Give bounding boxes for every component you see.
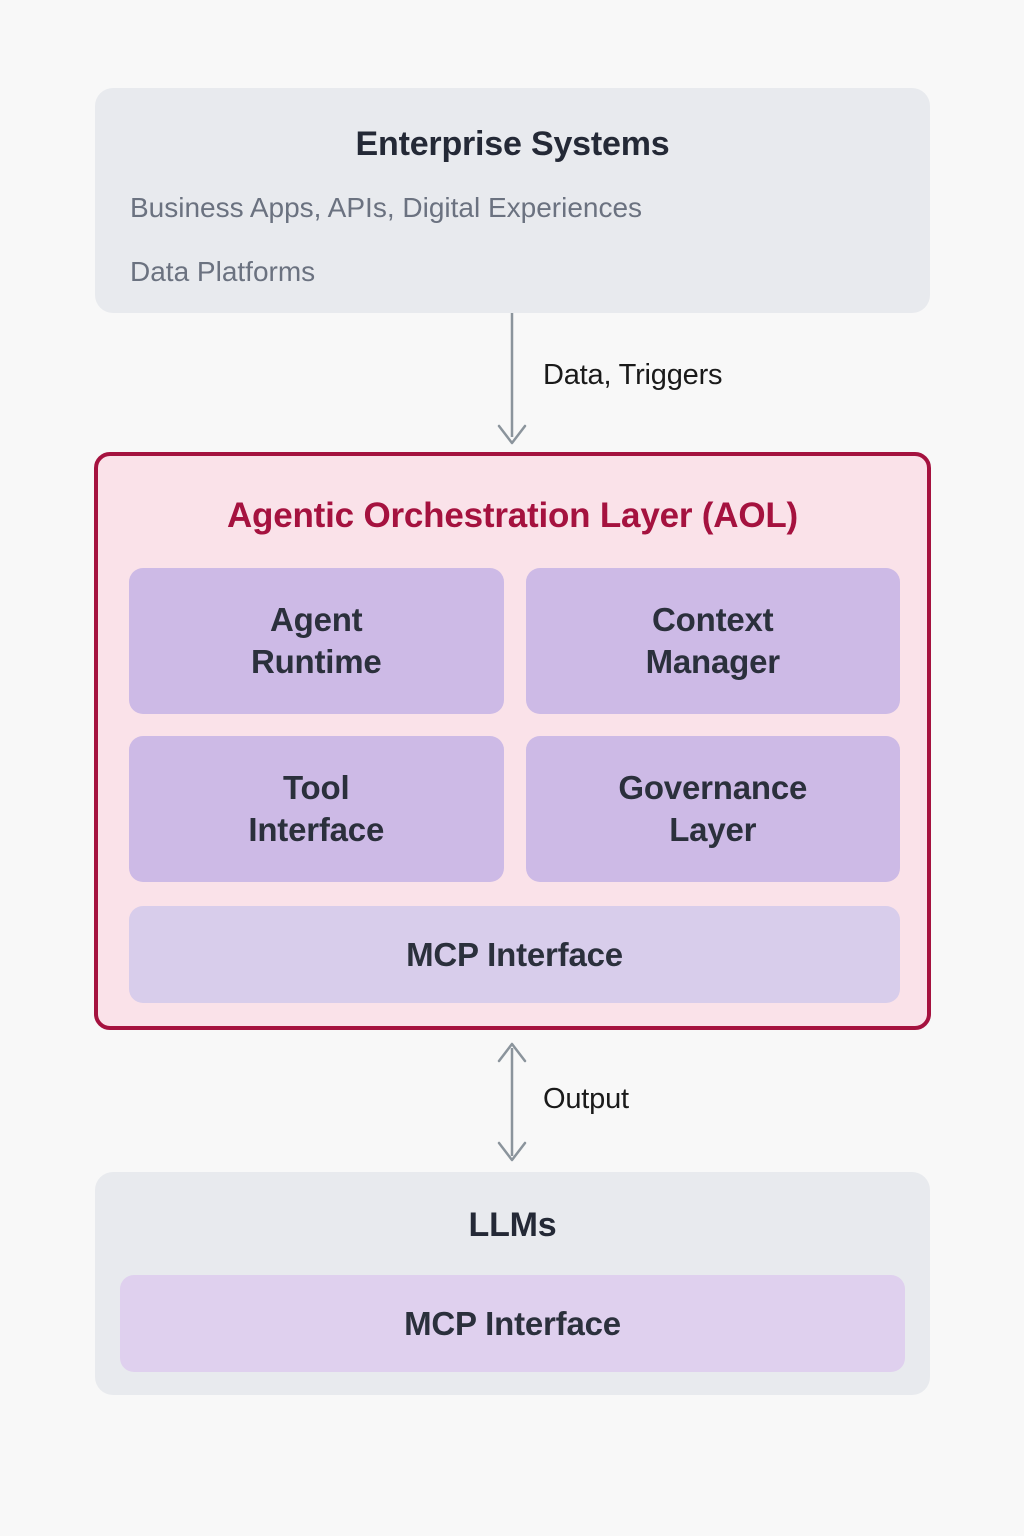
agentic-orchestration-layer-panel: Agentic Orchestration Layer (AOL) Agent … bbox=[94, 452, 931, 1030]
aol-component-governance-layer-line1: Governance bbox=[618, 768, 808, 806]
aol-mcp-interface[interactable]: MCP Interface bbox=[129, 906, 900, 1003]
connector-aol-to-llms: Output bbox=[0, 1030, 1024, 1172]
aol-component-agent-runtime-line1: Agent bbox=[269, 600, 363, 638]
aol-component-context-manager-line2: Manager bbox=[645, 643, 781, 680]
connector-enterprise-to-aol: Data, Triggers bbox=[0, 313, 1024, 452]
aol-component-agent-runtime[interactable]: Agent Runtime bbox=[129, 568, 504, 714]
aol-title: Agentic Orchestration Layer (AOL) bbox=[226, 496, 798, 535]
aol-component-tool-interface-line1: Tool bbox=[283, 768, 350, 806]
aol-component-governance-layer-line2: Layer bbox=[669, 811, 757, 848]
enterprise-systems-title: Enterprise Systems bbox=[355, 125, 670, 163]
enterprise-systems-subtitle-line1: Business Apps, APIs, Digital Experiences bbox=[130, 192, 643, 223]
connector-label-output: Output bbox=[543, 1083, 629, 1115]
aol-component-grid: Agent Runtime Context Manager Tool Inter… bbox=[129, 568, 900, 882]
connector-label-data-triggers: Data, Triggers bbox=[543, 359, 723, 391]
enterprise-systems-subtitle-line2: Data Platforms bbox=[130, 255, 316, 287]
llms-mcp-interface[interactable]: MCP Interface bbox=[120, 1275, 905, 1372]
aol-component-governance-layer[interactable]: Governance Layer bbox=[525, 736, 900, 882]
aol-component-context-manager-line1: Context bbox=[652, 600, 774, 638]
aol-component-tool-interface-line2: Interface bbox=[248, 811, 385, 848]
aol-component-tool-interface[interactable]: Tool Interface bbox=[129, 736, 504, 882]
llms-title: LLMs bbox=[468, 1206, 557, 1244]
arrow-up-down-icon bbox=[497, 1042, 527, 1162]
aol-component-context-manager[interactable]: Context Manager bbox=[525, 568, 900, 714]
arrow-down-icon bbox=[497, 313, 527, 445]
aol-component-agent-runtime-line2: Runtime bbox=[250, 643, 382, 680]
enterprise-systems-panel: Enterprise Systems Business Apps, APIs, … bbox=[95, 88, 930, 313]
